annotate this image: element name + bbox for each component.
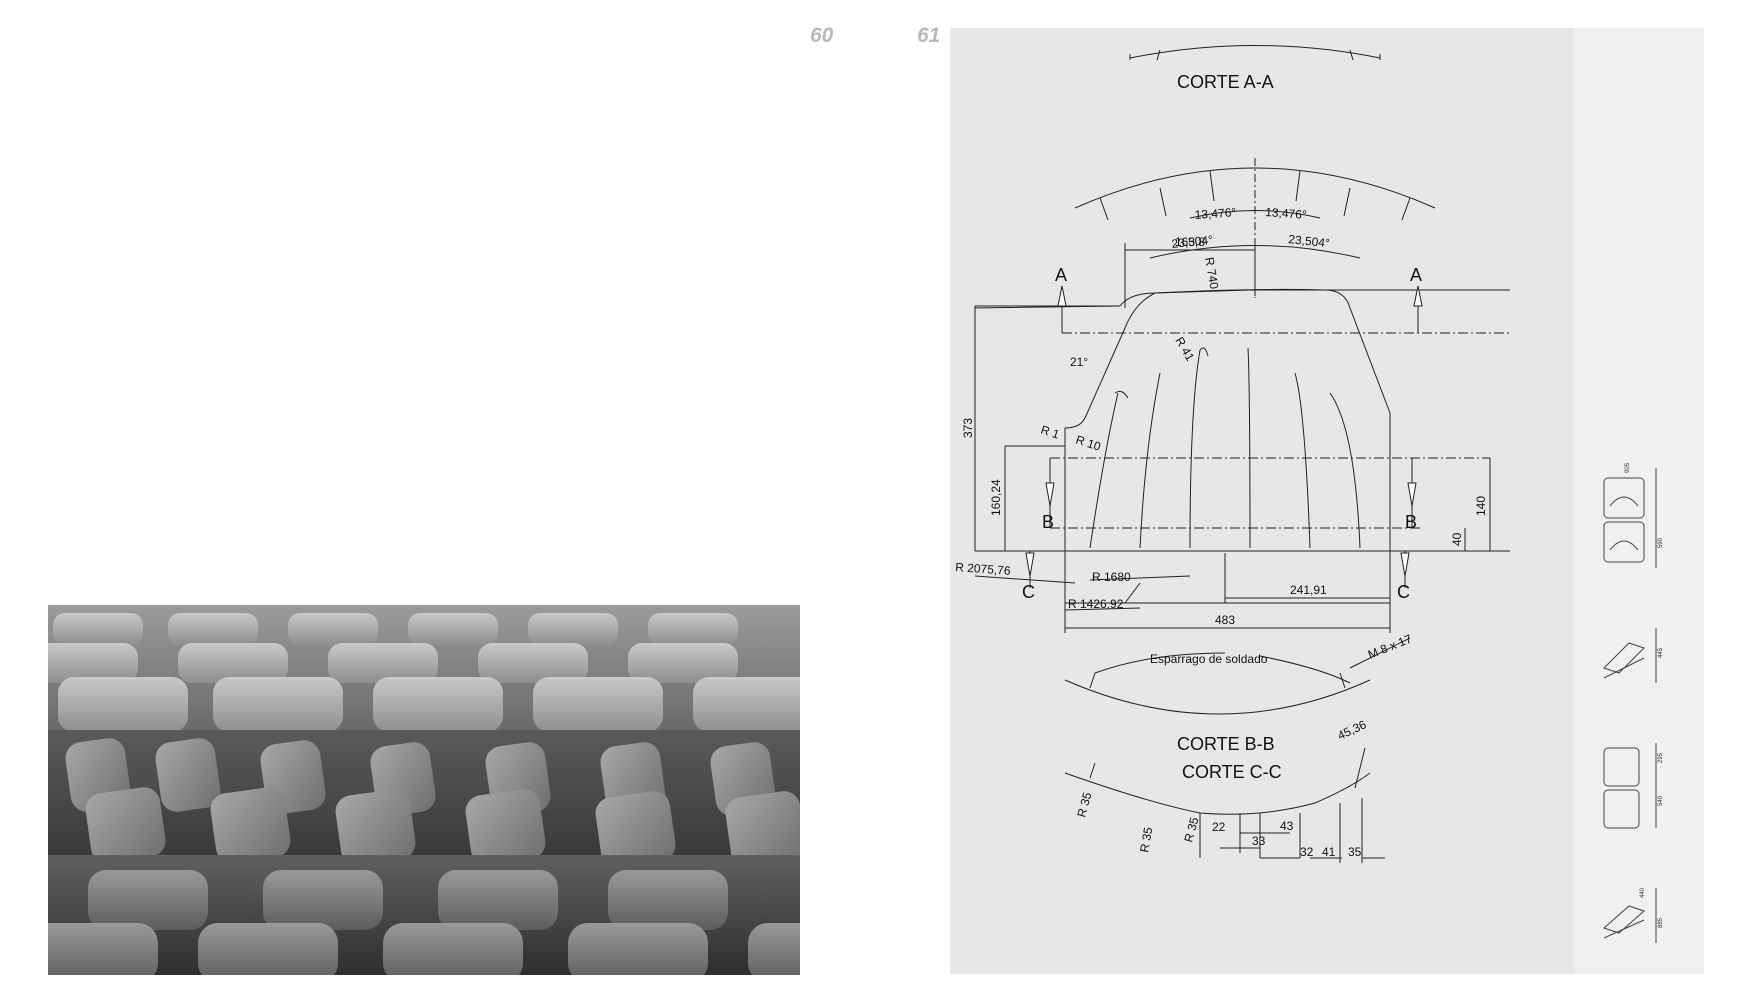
- dim-35: 35: [1348, 845, 1362, 859]
- section-marker-a-right: A: [1410, 265, 1422, 285]
- corte-bb-title: CORTE B-B: [1177, 734, 1275, 754]
- thumb-dim-885: 885: [1658, 917, 1664, 928]
- corte-cc-profile: [1064, 772, 1371, 815]
- dim-22: 22: [1212, 820, 1226, 834]
- corte-aa-profile: [1129, 45, 1381, 59]
- dim-r35-b: R 35: [1137, 826, 1155, 854]
- seat-thumbnails: 905 590 445 295 540 440 885: [1603, 462, 1664, 943]
- thumb-dim-905: 905: [1625, 462, 1631, 473]
- dim-32: 32: [1300, 845, 1314, 859]
- dim-21deg: 21°: [1070, 355, 1088, 369]
- technical-drawing-panel: CORTE A-A CORTE B-B CORTE C-C A A B B C …: [950, 28, 1574, 974]
- corte-cc-title: CORTE C-C: [1182, 762, 1282, 782]
- thumb-dim-540: 540: [1658, 795, 1664, 806]
- dim-33: 33: [1252, 834, 1266, 848]
- dim-163-label: 163,8: [1175, 235, 1205, 249]
- dim-angle-inner-right: 13,476°: [1265, 205, 1308, 222]
- seat-photo-middle: [48, 730, 800, 855]
- thumb-dim-445: 445: [1658, 647, 1664, 658]
- dim-373: 373: [961, 418, 975, 438]
- corte-bb-profile: [1064, 679, 1371, 715]
- dim-angle-outer-left: 23,504°: [1171, 233, 1214, 251]
- corte-aa-title: CORTE A-A: [1177, 72, 1274, 92]
- dim-r1426: R 1426,92: [1068, 597, 1124, 611]
- seat-technical-drawing: CORTE A-A CORTE B-B CORTE C-C A A B B C …: [955, 45, 1510, 863]
- dim-r35-a: R 35: [1074, 790, 1094, 818]
- dim-angle-outer-right: 23,504°: [1288, 232, 1331, 250]
- dim-r10: R 10: [1074, 433, 1103, 454]
- seat-photo-collage: [48, 605, 800, 975]
- section-marker-b-right: B: [1405, 512, 1417, 532]
- dim-43: 43: [1280, 819, 1294, 833]
- dim-r740: R 740: [1202, 256, 1221, 290]
- dim-160-24: 160,24: [989, 479, 1003, 516]
- dim-140: 140: [1474, 496, 1488, 516]
- section-marker-a-left: A: [1055, 265, 1067, 285]
- dim-41: 41: [1322, 845, 1336, 859]
- thumb-dim-590: 590: [1658, 537, 1664, 548]
- seat-photo-top: [48, 605, 800, 730]
- dim-r35-c: R 35: [1181, 815, 1201, 843]
- section-marker-b-left: B: [1042, 512, 1054, 532]
- label-esparrago: Esparrago de soldado: [1150, 652, 1268, 666]
- dim-45-36: 45,36: [1335, 717, 1368, 743]
- thumb-dim-295: 295: [1658, 752, 1664, 763]
- page-number-right: 61: [917, 24, 941, 47]
- seat-outline-right: [1154, 288, 1391, 553]
- dim-r1680: R 1680: [1092, 570, 1131, 584]
- page-number-left: 60: [810, 24, 834, 47]
- section-marker-c-left: C: [1022, 582, 1035, 602]
- dim-r41: R 41: [1172, 335, 1197, 364]
- thumb-dim-440: 440: [1640, 887, 1646, 898]
- dim-angle-inner-left: 13,476°: [1194, 205, 1237, 222]
- dim-r2075: R 2075,76: [955, 560, 1012, 578]
- dim-m8: M 8 x 17: [1366, 631, 1414, 661]
- seat-outline-left: [1064, 292, 1156, 553]
- dim-241: 241,91: [1290, 583, 1327, 597]
- section-marker-c-right: C: [1397, 582, 1410, 602]
- seat-thumbnail-panel: 905 590 445 295 540 440 885: [1574, 28, 1704, 974]
- seat-photo-bottom: [48, 855, 800, 975]
- dim-r1: R 1: [1039, 423, 1061, 442]
- dim-483: 483: [1215, 613, 1235, 627]
- dim-40: 40: [1450, 532, 1464, 546]
- upper-arc-profile: [1074, 167, 1436, 209]
